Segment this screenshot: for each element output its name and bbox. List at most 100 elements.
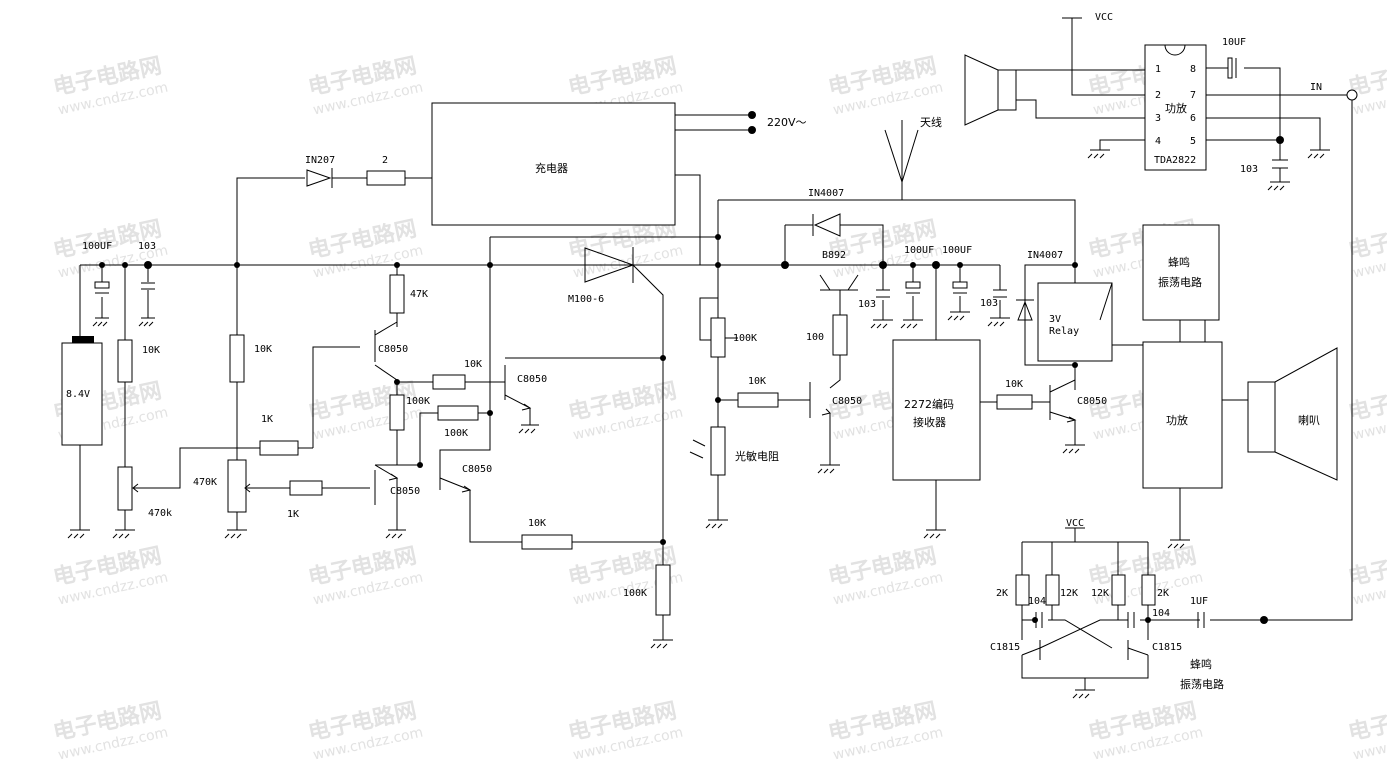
ground-symbols-ic [1087, 149, 1330, 159]
diode-in4007-b-label: IN4007 [1027, 250, 1063, 261]
resistor-10k-a: 10K [117, 339, 160, 383]
thyristor-m100-6: M100-6 [568, 247, 635, 305]
resistor-100k-a: 100K [389, 394, 430, 431]
transistor-q3-c8050: C8050 [374, 470, 420, 539]
speaker-top-icon [964, 54, 1017, 126]
resistor-2-ohm: 2 [366, 155, 406, 186]
resistor-100k-a-label: 100K [406, 396, 430, 407]
diode-in4007-a: IN4007 [808, 188, 844, 237]
vcc-top: VCC [1062, 12, 1113, 23]
cap-100uf-a-label: 100UF [904, 245, 934, 256]
antenna: 天线 [920, 115, 942, 129]
q5-label: C8050 [832, 396, 862, 407]
resistor-10k-c-label: 10K [464, 359, 482, 370]
q1-label: C8050 [378, 344, 408, 355]
decoder-2272: 2272编码 接收器 [892, 339, 981, 539]
amp-ic-name: 功放 [1165, 101, 1187, 115]
scr-label: M100-6 [568, 294, 604, 305]
transistor-b892: B892 [819, 250, 859, 291]
pin-6: 6 [1190, 113, 1196, 124]
buzzer-oscillator-block: 蜂鸣 振荡电路 [1142, 224, 1220, 321]
osc-104-right-label: 104 [1152, 608, 1170, 619]
cap-103-batt-label: 103 [138, 241, 156, 252]
diode-in4007-b: IN4007 [1016, 250, 1063, 321]
decoder-label-b: 接收器 [913, 415, 946, 429]
resistor-10k-e: 10K [737, 376, 779, 408]
pin-5: 5 [1190, 136, 1196, 147]
antenna-label: 天线 [920, 115, 942, 129]
resistor-10k-d-label: 10K [528, 518, 546, 529]
mains-terminals: 220V～ [748, 111, 807, 134]
potentiometer-470k-b: 470K [193, 459, 251, 513]
cap-100uf-batt-label: 100UF [82, 241, 112, 252]
pin-4: 4 [1155, 136, 1161, 147]
amplifier-ic-tda2822: 1 2 3 4 8 7 6 5 功放 TDA2822 [1144, 44, 1207, 171]
cap-103-mid-label: 103 [858, 299, 876, 310]
speaker-icon: 喇叭 [1247, 347, 1338, 481]
capacitor-103-mid: 103 [858, 289, 893, 329]
osc-q-right-label: C1815 [1152, 642, 1182, 653]
transistor-q1-c8050: C8050 [374, 313, 408, 362]
svg-text:电子电路网: 电子电路网 [1346, 698, 1387, 746]
ground-symbols-left [67, 529, 247, 539]
osc-resistor-2k-right [1141, 574, 1156, 606]
q2-label: C8050 [517, 374, 547, 385]
capacitor-100uf-a: 100UF [900, 245, 934, 329]
junction-dots [99, 136, 1284, 624]
resistor-47k: 47K [389, 274, 428, 314]
buzzer-box-label-b: 振荡电路 [1158, 275, 1202, 289]
osc-2k-left-label: 2K [996, 588, 1008, 599]
resistor-10k-f: 10K [996, 379, 1033, 410]
resistor-100k-b: 100K [437, 405, 479, 439]
vcc-top-label: VCC [1095, 12, 1113, 23]
osc-title-b: 振荡电路 [1180, 677, 1224, 691]
pin-1: 1 [1155, 64, 1161, 75]
charger-label: 充电器 [535, 161, 568, 175]
in-label: IN [1310, 82, 1322, 93]
diode-in207-label: IN207 [305, 155, 335, 166]
resistor-47k-label: 47K [410, 289, 428, 300]
ldr-label: 光敏电阻 [735, 449, 779, 463]
osc-12k-right-label: 12K [1091, 588, 1109, 599]
transistor-q6-c8050: C8050 [1049, 379, 1107, 454]
pot-100k-label: 100K [733, 333, 757, 344]
input-terminal: IN [1310, 82, 1358, 101]
capacitor-10uf-top: 10UF [1222, 37, 1246, 79]
mains-label: 220V～ [767, 116, 807, 129]
cap-100uf-b-label: 100UF [942, 245, 972, 256]
speaker-label: 喇叭 [1298, 413, 1320, 427]
resistor-100k-c-label: 100K [623, 588, 647, 599]
photoresistor: 光敏电阻 [689, 426, 779, 529]
potentiometer-100k: 100K [710, 317, 757, 358]
capacitor-100uf-b: 100UF [942, 245, 972, 321]
charger-module: 充电器 [431, 102, 676, 226]
transistor-q4-c8050: C8050 [439, 458, 492, 493]
relay-label-a: 3V [1049, 314, 1061, 325]
pin-2: 2 [1155, 90, 1161, 101]
resistor-100k-b-label: 100K [444, 428, 468, 439]
q3-label: C8050 [390, 486, 420, 497]
resistor-10k-f-label: 10K [1005, 379, 1023, 390]
resistor-1k-a: 1K [259, 414, 299, 456]
pin-8: 8 [1190, 64, 1196, 75]
osc-q-left-label: C1815 [990, 642, 1020, 653]
q4-label: C8050 [462, 464, 492, 475]
resistor-1k-b: 1K [287, 480, 323, 520]
osc-104-left-label: 104 [1028, 596, 1046, 607]
b892-label: B892 [822, 250, 846, 261]
potentiometer-470k: 470k [117, 466, 172, 519]
resistor-10k-c: 10K [432, 359, 482, 390]
wires [79, 18, 1353, 690]
buzzer-oscillator-circuit: VCC 2K 104 12K 12K 2K 104 1UF C1815 C181… [990, 518, 1224, 699]
vcc-osc-label: VCC [1066, 518, 1084, 529]
